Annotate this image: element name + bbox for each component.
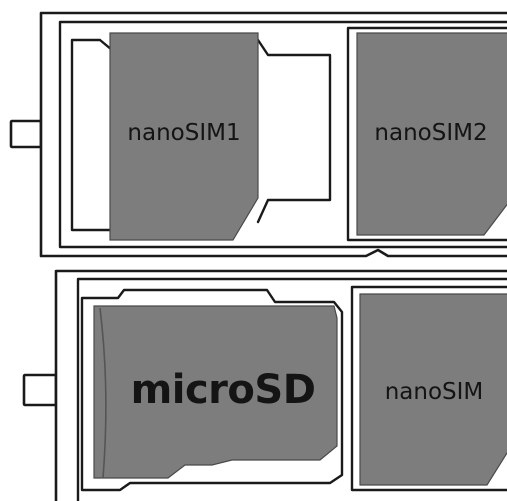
label-microsd: microSD [131,367,316,413]
card-microsd-edge [99,307,107,479]
card-nanosim2 [356,32,507,236]
tray-inner-frame-top [58,20,507,249]
card-nanosim [359,293,507,486]
slot-outline-nanosim [350,285,507,492]
tray-inner-frame-bottom [76,277,507,501]
slot-outline-nanosim2 [346,26,507,242]
card-microsd [93,305,338,479]
tray-dual-nanosim: nanoSIM1 nanoSIM2 [9,11,507,258]
label-nanosim2: nanoSIM2 [374,120,487,146]
label-nanosim1: nanoSIM1 [127,120,240,146]
label-nanosim: nanoSIM [385,379,484,405]
card-nanosim1 [109,32,259,241]
tray-pin-tab-bottom [22,373,58,407]
slot-step-nanosim1 [256,38,332,224]
slot-outline-microsd [80,288,344,492]
tray-microsd-nanosim: microSD nanoSIM [22,269,507,501]
tray-pin-tab-top [9,119,43,149]
